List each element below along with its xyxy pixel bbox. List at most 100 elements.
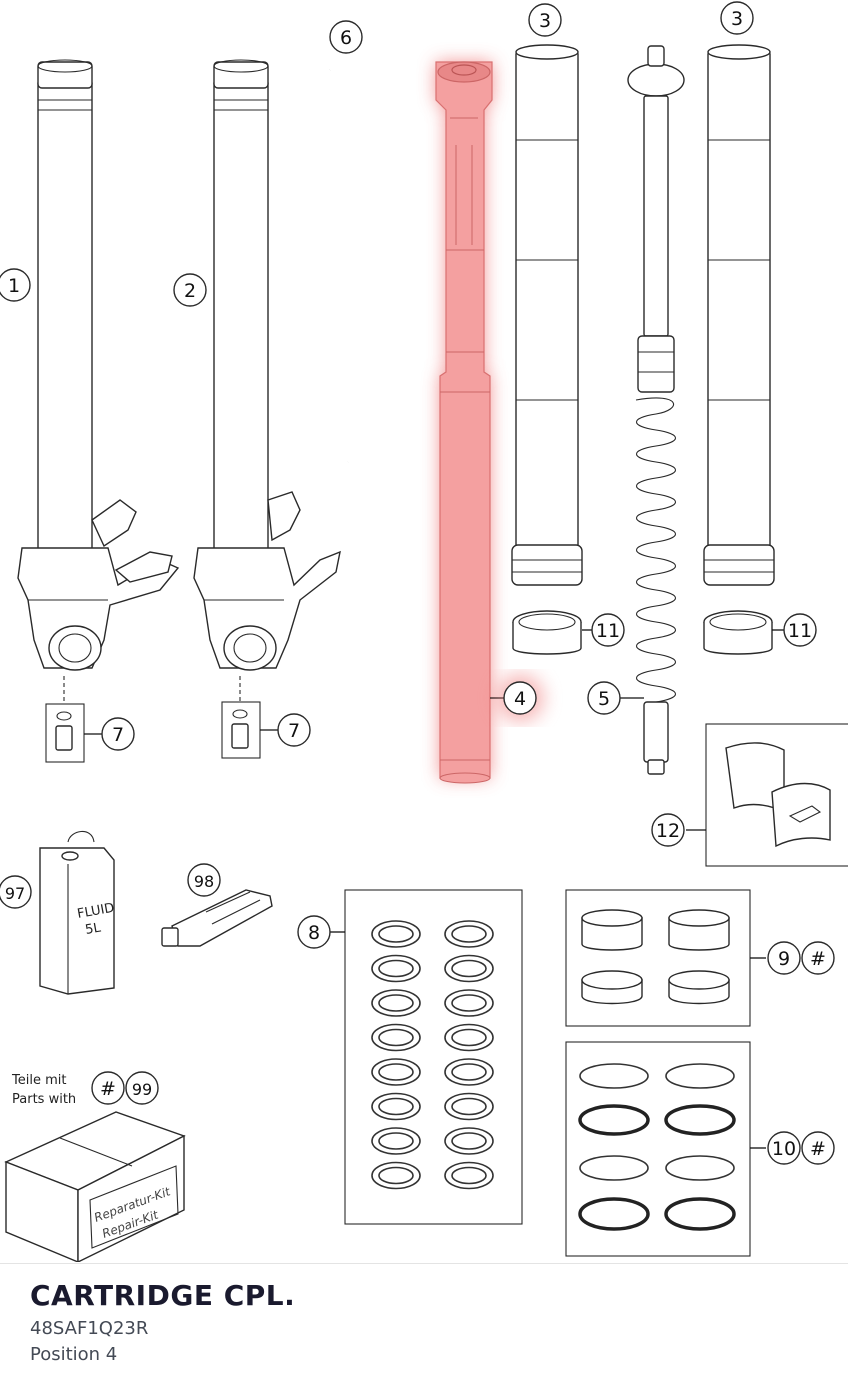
- seal-ring: [371, 1023, 421, 1052]
- parts-with-label-de: Teile mit: [11, 1073, 66, 1088]
- callout-9-hash[interactable]: #: [801, 941, 835, 975]
- part-1-outer-tube[interactable]: [17, 59, 180, 671]
- part-position: Position 4: [30, 1344, 118, 1365]
- fluid-quantity: 5L: [84, 920, 103, 938]
- svg-text:#: #: [810, 948, 826, 970]
- exploded-parts-diagram: FLUID 5L: [0, 1, 848, 1262]
- seal-ring: [371, 954, 421, 983]
- callout-12[interactable]: 12: [651, 813, 685, 847]
- callout-6[interactable]: 6: [329, 20, 363, 54]
- callout-3-left[interactable]: 3: [528, 3, 562, 37]
- seal-ring: [444, 989, 494, 1017]
- svg-text:#: #: [810, 1138, 826, 1160]
- seal-ring-inner: [378, 1063, 414, 1081]
- svg-text:2: 2: [184, 280, 196, 302]
- callout-7-left[interactable]: 7: [101, 717, 135, 751]
- svg-text:99: 99: [132, 1080, 152, 1099]
- callout-4[interactable]: 4: [496, 674, 544, 722]
- callout-7-right[interactable]: 7: [277, 713, 311, 747]
- seal-ring-inner: [451, 1063, 487, 1081]
- svg-text:7: 7: [112, 724, 124, 746]
- seal-ring: [444, 1023, 494, 1052]
- svg-text:98: 98: [194, 872, 214, 891]
- seal-ring: [371, 920, 421, 948]
- seal-ring: [444, 1161, 494, 1190]
- part-99-repair-kit[interactable]: Reparatur-Kit Repair-Kit: [4, 1111, 186, 1262]
- svg-text:11: 11: [788, 620, 812, 642]
- svg-text:97: 97: [5, 884, 25, 903]
- part-8-seal-set[interactable]: [344, 889, 523, 1225]
- callout-98[interactable]: 98: [187, 863, 221, 897]
- svg-text:8: 8: [308, 922, 320, 944]
- part-7-screw-right[interactable]: [221, 676, 261, 759]
- callout-99-hash[interactable]: #: [91, 1071, 125, 1105]
- part-6-spring[interactable]: [327, 63, 368, 465]
- callout-2[interactable]: 2: [173, 273, 207, 307]
- seal-ring: [371, 989, 421, 1017]
- part-7-screw-left[interactable]: [45, 676, 85, 763]
- seal-ring-inner: [378, 1132, 414, 1150]
- callout-11-left[interactable]: 11: [591, 613, 625, 647]
- seal-ring-inner: [451, 1132, 487, 1150]
- seal-ring-inner: [378, 994, 414, 1012]
- callout-97[interactable]: 97: [0, 875, 32, 909]
- callout-8[interactable]: 8: [297, 915, 331, 949]
- svg-text:3: 3: [539, 10, 551, 32]
- svg-text:7: 7: [288, 720, 300, 742]
- svg-text:5: 5: [598, 688, 610, 710]
- seal-ring: [444, 1127, 494, 1155]
- callout-10[interactable]: 10: [767, 1131, 801, 1165]
- seal-ring: [371, 1058, 421, 1086]
- callout-5[interactable]: 5: [587, 681, 621, 715]
- svg-text:6: 6: [340, 27, 352, 49]
- svg-text:#: #: [100, 1078, 116, 1100]
- part-2-outer-tube[interactable]: [193, 59, 341, 671]
- part-9-bushing-set[interactable]: [565, 889, 751, 1027]
- svg-text:1: 1: [8, 275, 20, 297]
- part-11-bushing-left[interactable]: [512, 610, 582, 655]
- seal-ring-inner: [451, 1097, 487, 1116]
- callout-3-right[interactable]: 3: [720, 1, 754, 35]
- part-name: CARTRIDGE CPL.: [30, 1279, 296, 1312]
- part-11-bushing-right[interactable]: [703, 610, 773, 655]
- part-97-fork-fluid[interactable]: FLUID 5L: [39, 830, 116, 995]
- selected-part-info: CARTRIDGE CPL. 48SAF1Q23R Position 4: [30, 1276, 295, 1368]
- svg-text:12: 12: [656, 820, 680, 842]
- part-3-inner-tube-left[interactable]: [511, 44, 583, 586]
- part-number: 48SAF1Q23R: [30, 1318, 149, 1339]
- seal-ring-inner: [451, 925, 487, 943]
- part-3-inner-tube-right[interactable]: [703, 44, 775, 586]
- callout-10-hash[interactable]: #: [801, 1131, 835, 1165]
- seal-ring: [444, 1092, 494, 1121]
- svg-text:4: 4: [514, 688, 526, 710]
- seal-ring: [444, 920, 494, 948]
- seal-ring: [371, 1161, 421, 1190]
- part-12-half-shells[interactable]: [705, 723, 848, 867]
- parts-with-label-en: Parts with: [12, 1092, 76, 1107]
- seal-ring-inner: [451, 1028, 487, 1047]
- svg-text:11: 11: [596, 620, 620, 642]
- seal-ring: [371, 1127, 421, 1155]
- callout-99[interactable]: 99: [125, 1071, 159, 1105]
- part-5-damper[interactable]: [627, 45, 685, 775]
- callout-1[interactable]: 1: [0, 268, 31, 302]
- seal-ring-inner: [378, 1166, 414, 1185]
- seal-ring: [444, 954, 494, 983]
- part-10-seal-kit[interactable]: [565, 1041, 751, 1257]
- callout-11-right[interactable]: 11: [783, 613, 817, 647]
- seal-ring: [444, 1058, 494, 1086]
- seal-ring-inner: [378, 925, 414, 943]
- svg-text:10: 10: [772, 1138, 796, 1160]
- seal-ring-inner: [451, 994, 487, 1012]
- part-98-grease-tube[interactable]: [161, 889, 273, 947]
- callout-9[interactable]: 9: [767, 941, 801, 975]
- seal-ring-inner: [378, 959, 414, 978]
- seal-ring: [371, 1092, 421, 1121]
- svg-text:9: 9: [778, 948, 790, 970]
- divider: [0, 1263, 848, 1264]
- part-4-cartridge[interactable]: [435, 61, 493, 784]
- seal-ring-inner: [378, 1097, 414, 1116]
- seal-ring-inner: [378, 1028, 414, 1047]
- seal-ring-inner: [451, 1166, 487, 1185]
- svg-text:3: 3: [731, 8, 743, 30]
